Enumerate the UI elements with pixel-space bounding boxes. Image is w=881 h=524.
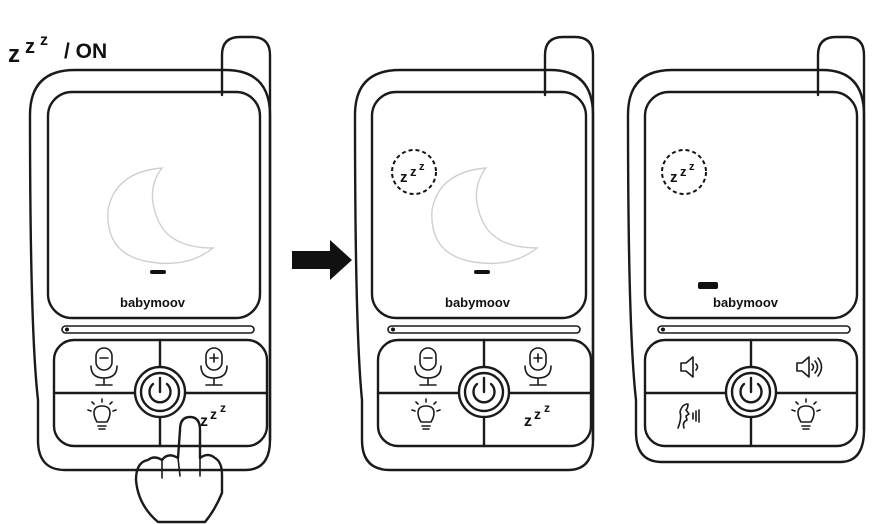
title-state: / ON	[64, 40, 107, 63]
device-left: babymoov z z z	[28, 35, 272, 524]
moon-icon	[107, 167, 215, 265]
sleep-on-title: z z z / ON	[8, 32, 107, 68]
title-z2: z	[25, 36, 35, 58]
device-screen	[370, 90, 588, 320]
svg-text:z: z	[680, 164, 687, 179]
power-button[interactable]	[457, 365, 511, 419]
sleep-button[interactable]: z z z	[524, 401, 550, 430]
volume-down-icon[interactable]	[680, 356, 699, 378]
light-bulb-icon[interactable]	[791, 398, 821, 430]
svg-text:z: z	[544, 401, 550, 415]
mic-minus-icon[interactable]	[90, 347, 118, 386]
brand-logo: babymoov	[445, 295, 511, 310]
device-screen	[643, 90, 859, 320]
mic-plus-icon[interactable]	[200, 347, 228, 386]
svg-text:z: z	[534, 406, 541, 422]
device-right: z z z babymoov	[626, 35, 866, 464]
svg-text:z: z	[689, 161, 695, 173]
mic-plus-icon[interactable]	[524, 347, 552, 386]
right-arrow-icon	[292, 240, 352, 280]
volume-up-icon[interactable]	[796, 356, 823, 378]
title-z1: z	[8, 41, 20, 68]
power-button[interactable]	[724, 365, 778, 419]
device-middle: z z z babymoov z z z	[353, 35, 595, 472]
led-indicator	[474, 270, 490, 274]
sound-level-bar	[657, 325, 851, 334]
mic-minus-icon[interactable]	[414, 347, 442, 386]
power-button[interactable]	[133, 365, 187, 419]
sleep-button[interactable]: z z z	[200, 401, 226, 430]
svg-text:z: z	[524, 413, 532, 430]
moon-icon	[431, 167, 539, 265]
svg-text:z: z	[410, 164, 417, 179]
light-bulb-icon[interactable]	[411, 398, 441, 430]
led-indicator	[150, 270, 166, 274]
light-bulb-icon[interactable]	[87, 398, 117, 430]
svg-text:z: z	[419, 161, 425, 173]
pointing-hand-icon	[134, 415, 224, 524]
sound-level-bar	[61, 325, 255, 334]
svg-text:z: z	[400, 169, 408, 186]
svg-text:z: z	[670, 169, 678, 186]
svg-text:z: z	[220, 401, 226, 415]
battery-indicator	[698, 282, 718, 289]
talk-icon[interactable]	[677, 403, 700, 429]
svg-text:z: z	[200, 413, 208, 430]
brand-logo: babymoov	[713, 295, 779, 310]
sleep-badge: z z z	[661, 149, 707, 195]
sound-level-bar	[387, 325, 581, 334]
title-z3: z	[40, 32, 48, 49]
brand-logo: babymoov	[120, 295, 186, 310]
device-screen	[46, 90, 262, 320]
sleep-badge: z z z	[391, 149, 437, 195]
svg-text:z: z	[210, 406, 217, 422]
